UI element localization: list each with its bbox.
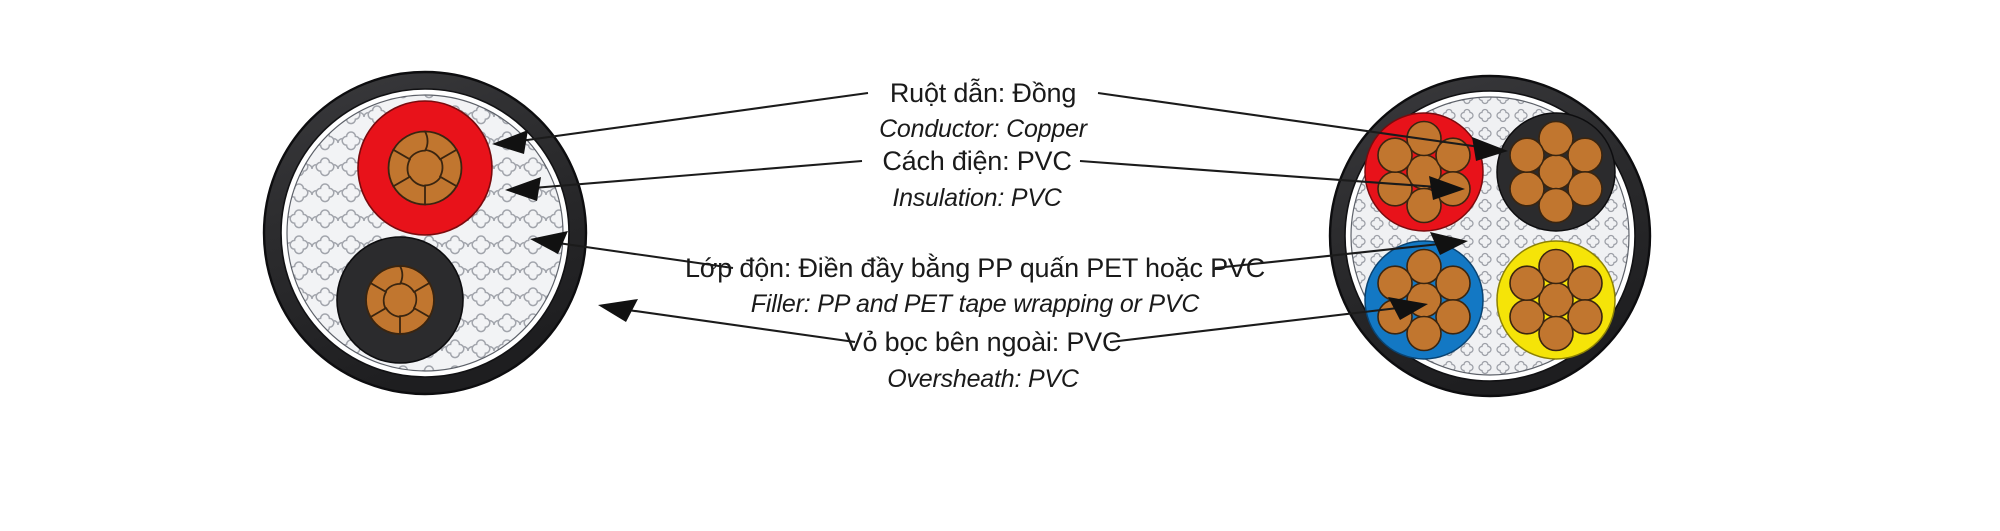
core-black-right <box>1496 112 1616 232</box>
label-oversheath-en: Oversheath: PVC <box>887 365 1080 393</box>
core-yellow-right <box>1496 240 1616 360</box>
arrowhead-filler-left <box>530 231 568 254</box>
conductor-strands-yellow-right <box>1509 248 1603 352</box>
label-oversheath-vi: Vỏ bọc bên ngoài: PVC <box>845 327 1122 357</box>
label-conductor-vi: Ruột dẫn: Đồng <box>890 77 1076 108</box>
conductor-strands-red <box>387 130 463 206</box>
arrowhead-insulation-right <box>1429 176 1465 200</box>
label-insulation-vi: Cách điện: PVC <box>882 146 1071 176</box>
conductor-strands-black-right <box>1509 120 1603 224</box>
label-insulation: Cách điện: PVC Insulation: PVC <box>882 146 1072 212</box>
conductor-strands-black <box>365 265 435 335</box>
leader-oversheath-left <box>627 308 856 344</box>
leader-lines <box>492 91 1508 344</box>
arrowhead-conductor-right <box>1472 137 1508 161</box>
label-filler-en: Filler: PP and PET tape wrapping or PVC <box>751 290 1201 318</box>
label-conductor-en: Conductor: Copper <box>879 115 1089 143</box>
leader-insulation-left <box>532 159 863 190</box>
arrowhead-insulation-left <box>505 177 541 201</box>
two-core-cable <box>262 70 588 396</box>
four-core-cable <box>1328 74 1652 398</box>
label-insulation-en: Insulation: PVC <box>892 184 1062 212</box>
leader-conductor-left <box>519 91 869 143</box>
leader-conductor-right <box>1097 91 1481 149</box>
leader-insulation-right <box>1079 159 1438 189</box>
label-filler-vi: Lớp độn: Điền đầy bằng PP quấn PET hoặc … <box>685 252 1265 283</box>
leader-oversheath-right <box>1109 306 1399 344</box>
label-filler: Lớp độn: Điền đầy bằng PP quấn PET hoặc … <box>685 252 1265 318</box>
arrowhead-filler-right <box>1430 232 1468 255</box>
core-blue-right <box>1364 240 1484 360</box>
arrowhead-oversheath-right <box>1388 297 1428 320</box>
label-conductor: Ruột dẫn: Đồng Conductor: Copper <box>879 77 1089 143</box>
core-black <box>336 236 464 364</box>
core-red <box>357 100 493 236</box>
leader-filler-left <box>557 241 734 270</box>
core-red-right <box>1364 112 1484 232</box>
leader-filler-right <box>1214 242 1441 270</box>
label-oversheath: Vỏ bọc bên ngoài: PVC Oversheath: PVC <box>845 327 1122 393</box>
arrowhead-oversheath-left <box>598 299 638 322</box>
arrowhead-conductor-left <box>492 130 528 154</box>
